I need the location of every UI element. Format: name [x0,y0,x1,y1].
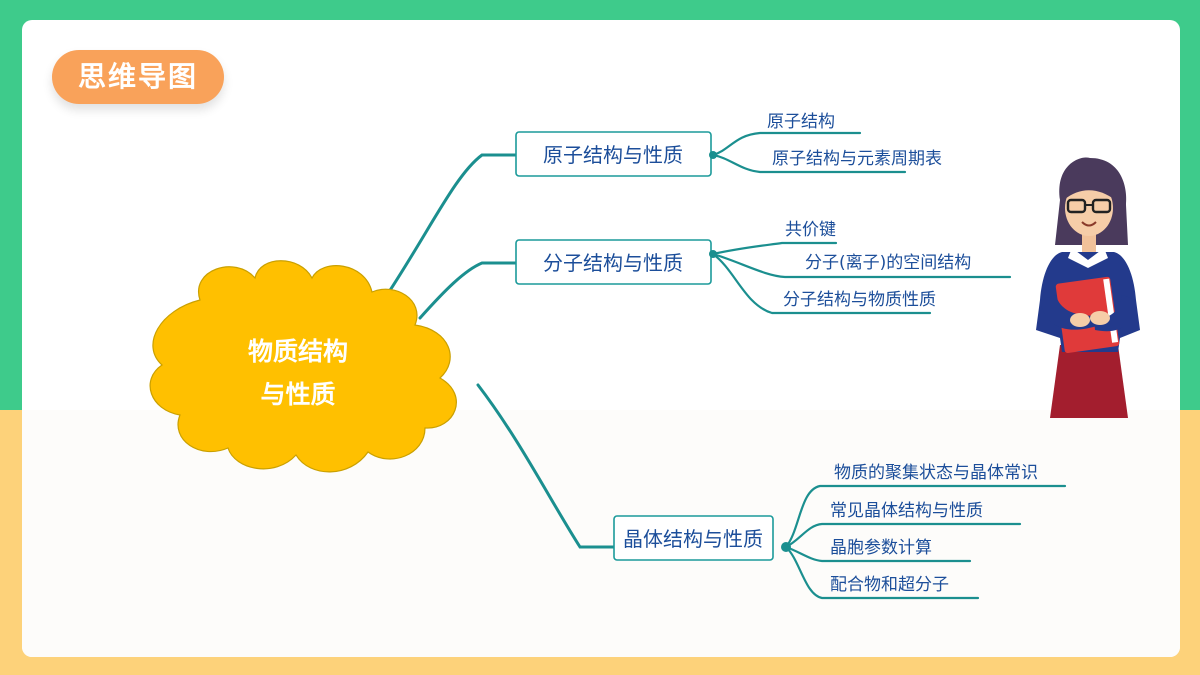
center-title-line2: 与性质 [260,380,335,409]
branch-3-leaf-3: 晶胞参数计算 [830,538,932,558]
branch-3-leaf-link-3 [784,545,972,563]
branch-3-leaf-link-2 [784,522,1022,549]
teacher-skirt [1050,345,1128,418]
branch-2-leaf-1: 共价键 [785,220,836,240]
teacher-neck [1082,232,1096,252]
edge-center-branch-1 [383,153,518,300]
branch-1-leaf-2: 原子结构与元素周期表 [772,149,942,169]
mind-map-badge: 思维导图 [52,50,224,104]
branch-2-leaf-link-2 [711,252,1012,279]
center-title-line1: 物质结构 [248,337,348,366]
edge-center-branch-3 [476,383,616,549]
branch-1-leaf-link-2 [711,153,907,174]
branch-2-leaf-link-3 [711,252,932,315]
branch-1: 原子结构与性质 原子结构 原子结构与元素周期表 [515,112,942,177]
teacher-hand-right [1090,311,1110,325]
branch-2: 分子结构与性质 共价键 分子(离子)的空间结构 分子结构与物质性质 [515,220,1012,315]
branch-2-label: 分子结构与性质 [543,251,683,275]
teacher-smile [1081,221,1097,227]
branch-2-leaf-3: 分子结构与物质性质 [783,290,936,310]
branch-3-label: 晶体结构与性质 [623,527,763,551]
teacher-collar [1068,248,1108,268]
teacher-holding-book-illustration [1036,157,1140,418]
branch-3-leaf-link-1 [784,484,1067,549]
branch-1-leaf-link-1 [711,131,862,157]
teacher-hair-bangs [1064,170,1117,200]
branch-2-leaf-2: 分子(离子)的空间结构 [805,253,971,273]
center-cloud: 物质结构 与性质 [149,260,457,473]
cloud-shape [149,260,457,473]
teacher-hand-left [1070,313,1090,327]
teacher-face [1065,180,1113,236]
edge-center-branch-2 [418,261,518,320]
branch-3-leaf-1: 物质的聚集状态与晶体常识 [834,463,1038,483]
branch-3-leaf-4: 配合物和超分子 [830,575,949,595]
branch-3-box [613,515,774,561]
branch-1-leaf-1: 原子结构 [767,112,835,132]
branch-2-box [515,239,712,285]
branch-3-leaf-link-4 [784,545,980,600]
glasses-icon [1066,198,1112,214]
branch-1-label: 原子结构与性质 [543,143,683,167]
branch-2-leaf-link-1 [711,241,838,256]
branch-3-leaf-2: 常见晶体结构与性质 [830,501,983,521]
branch-3: 晶体结构与性质 物质的聚集状态与晶体常识 常见晶体结构与性质 晶胞参数计算 配合… [613,463,1067,600]
